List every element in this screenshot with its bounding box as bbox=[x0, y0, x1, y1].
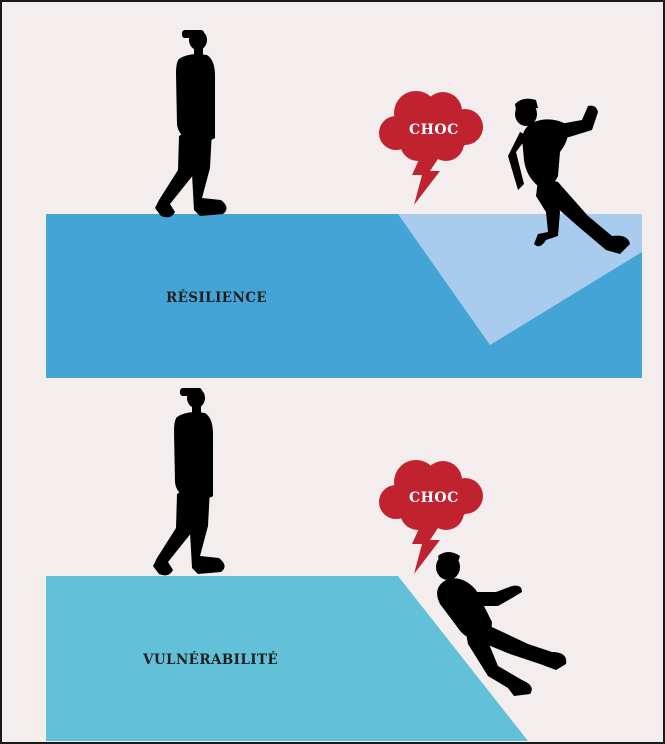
vulnerability-label: VULNÉRABILITÉ bbox=[142, 652, 278, 668]
vulnerability-ground bbox=[46, 576, 528, 741]
stumbling-person-icon bbox=[508, 98, 630, 254]
resilience-shock-label: CHOC bbox=[409, 122, 459, 138]
falling-person-icon bbox=[436, 552, 567, 696]
resilience-dip bbox=[398, 214, 642, 345]
resilience-panel: RÉSILIENCE CHOC bbox=[46, 30, 642, 378]
vulnerability-shock-label: CHOC bbox=[409, 490, 459, 506]
resilience-label: RÉSILIENCE bbox=[166, 290, 267, 306]
vulnerability-panel: VULNÉRABILITÉ CHOC bbox=[46, 388, 567, 741]
